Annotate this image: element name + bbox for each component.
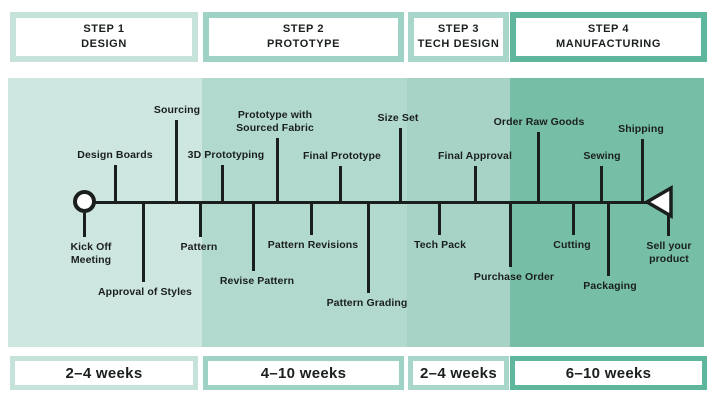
step-title-label: PROTOTYPE	[266, 38, 341, 50]
step-title-label: MANUFACTURING	[556, 38, 661, 50]
phase-band-2	[202, 78, 407, 347]
duration-label: 6–10 weeks	[565, 364, 652, 382]
duration-label: 2–4 weeks	[420, 364, 497, 382]
phase-band-3	[407, 78, 510, 347]
step-number-label: STEP 4	[587, 23, 630, 35]
duration-box-3: 2–4 weeks	[408, 356, 509, 390]
step-number-label: STEP 1	[83, 23, 125, 35]
step-box-3: STEP 3 TECH DESIGN	[408, 12, 509, 62]
timeline-area	[8, 78, 704, 347]
duration-label: 2–4 weeks	[65, 364, 143, 382]
step-box-1: STEP 1 DESIGN	[10, 12, 198, 62]
step-title-label: TECH DESIGN	[417, 38, 500, 50]
phase-band-1	[8, 78, 202, 347]
step-number-label: STEP 3	[437, 23, 480, 35]
step-box-4: STEP 4 MANUFACTURING	[510, 12, 707, 62]
step-number-label: STEP 2	[282, 23, 325, 35]
phase-band-4	[510, 78, 704, 347]
duration-label: 4–10 weeks	[260, 364, 347, 382]
duration-box-4: 6–10 weeks	[510, 356, 707, 390]
duration-box-2: 4–10 weeks	[203, 356, 404, 390]
step-title-label: DESIGN	[81, 38, 127, 50]
duration-box-1: 2–4 weeks	[10, 356, 198, 390]
step-box-2: STEP 2 PROTOTYPE	[203, 12, 404, 62]
